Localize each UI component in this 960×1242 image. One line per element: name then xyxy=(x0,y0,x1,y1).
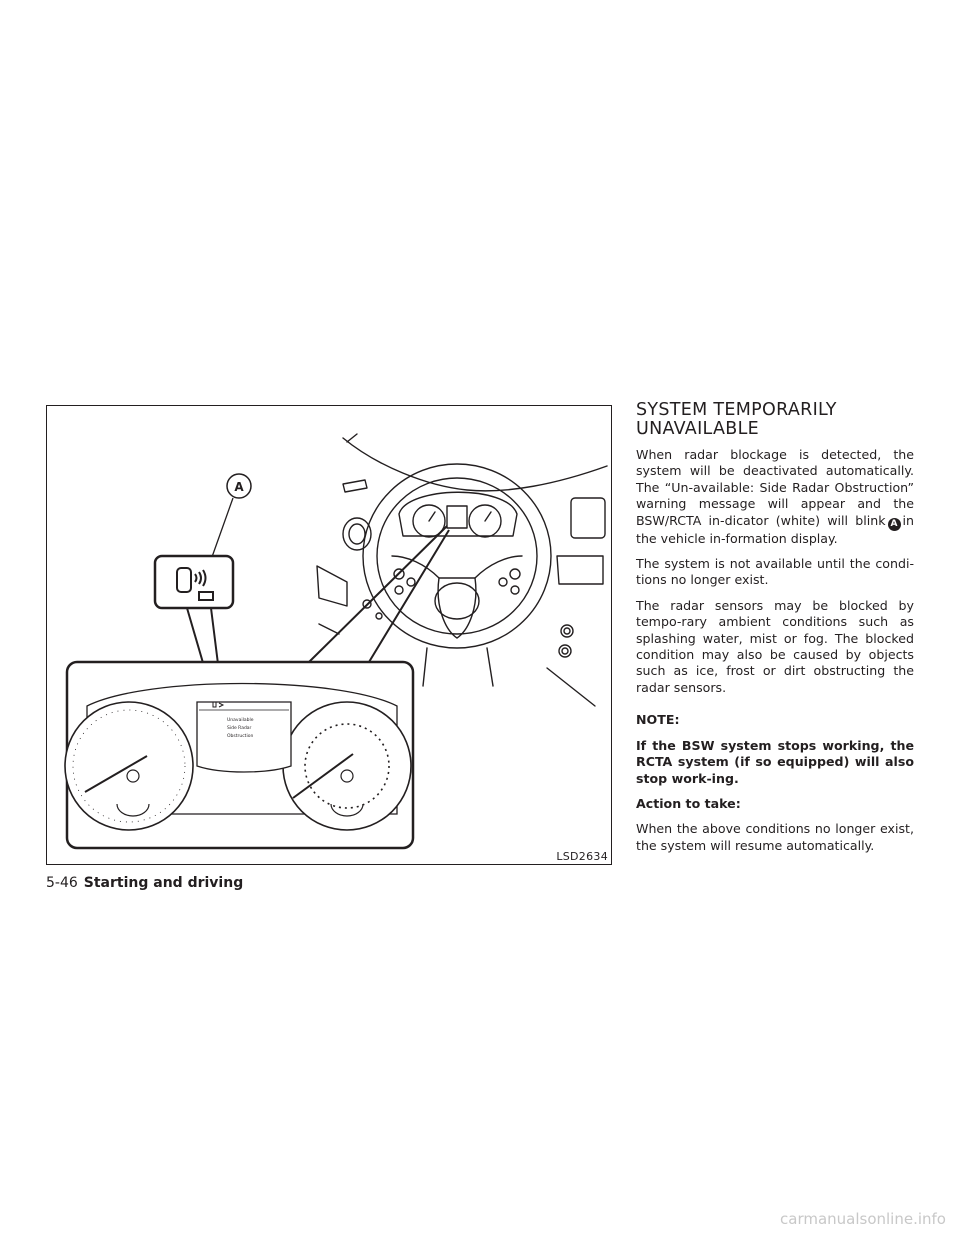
action-text: When the above conditions no longer exis… xyxy=(636,821,914,853)
paragraph-1-after: in the vehicle in-formation display. xyxy=(636,512,914,546)
heading-line-1: SYSTEM TEMPORARILY xyxy=(636,400,837,420)
callout-a-label: A xyxy=(234,480,244,494)
figure-code: LSD2634 xyxy=(556,850,608,863)
display-line-1: Unavailable xyxy=(227,717,254,723)
cluster-hood xyxy=(398,491,518,537)
note-text: If the BSW system stops working, the RCT… xyxy=(636,737,914,786)
display-line-2: Side Radar xyxy=(227,725,252,731)
cluster-zoom-panel: Unavailable Side Radar Obstruction xyxy=(64,660,415,850)
heading-line-2: UNAVAILABLE xyxy=(636,419,759,439)
tachometer xyxy=(282,701,412,831)
bsw-indicator-icon xyxy=(176,567,214,601)
note-label: NOTE: xyxy=(636,712,680,728)
center-screen xyxy=(570,497,606,539)
steering-wheel-outer xyxy=(362,463,552,649)
center-display xyxy=(196,701,292,773)
dashboard-illustration: A xyxy=(64,433,608,850)
dash-top-line xyxy=(342,437,608,492)
paragraph-1-before: When radar blockage is detected, the sys… xyxy=(636,447,914,528)
section-text: SYSTEM TEMPORARILY UNAVAILABLE When rada… xyxy=(636,401,914,863)
page-number: 5-46 xyxy=(46,875,78,891)
marker-a-icon: A xyxy=(887,517,901,531)
footer-section-title: Starting and driving xyxy=(83,875,244,891)
paragraph-1: When radar blockage is detected, the sys… xyxy=(636,447,914,547)
display-line-3: Obstruction xyxy=(227,733,253,739)
watermark: carmanualsonline.info xyxy=(780,1210,946,1228)
paragraph-3: The radar sensors may be blocked by temp… xyxy=(636,597,914,695)
indicator-zoom-box xyxy=(153,554,235,705)
illustration-figure: A xyxy=(46,405,612,865)
left-vent xyxy=(342,517,372,551)
section-heading: SYSTEM TEMPORARILY UNAVAILABLE xyxy=(636,401,914,439)
action-label: Action to take: xyxy=(636,795,741,811)
page-footer: 5-46 Starting and driving xyxy=(46,875,243,891)
paragraph-2: The system is not available until the co… xyxy=(636,556,914,588)
